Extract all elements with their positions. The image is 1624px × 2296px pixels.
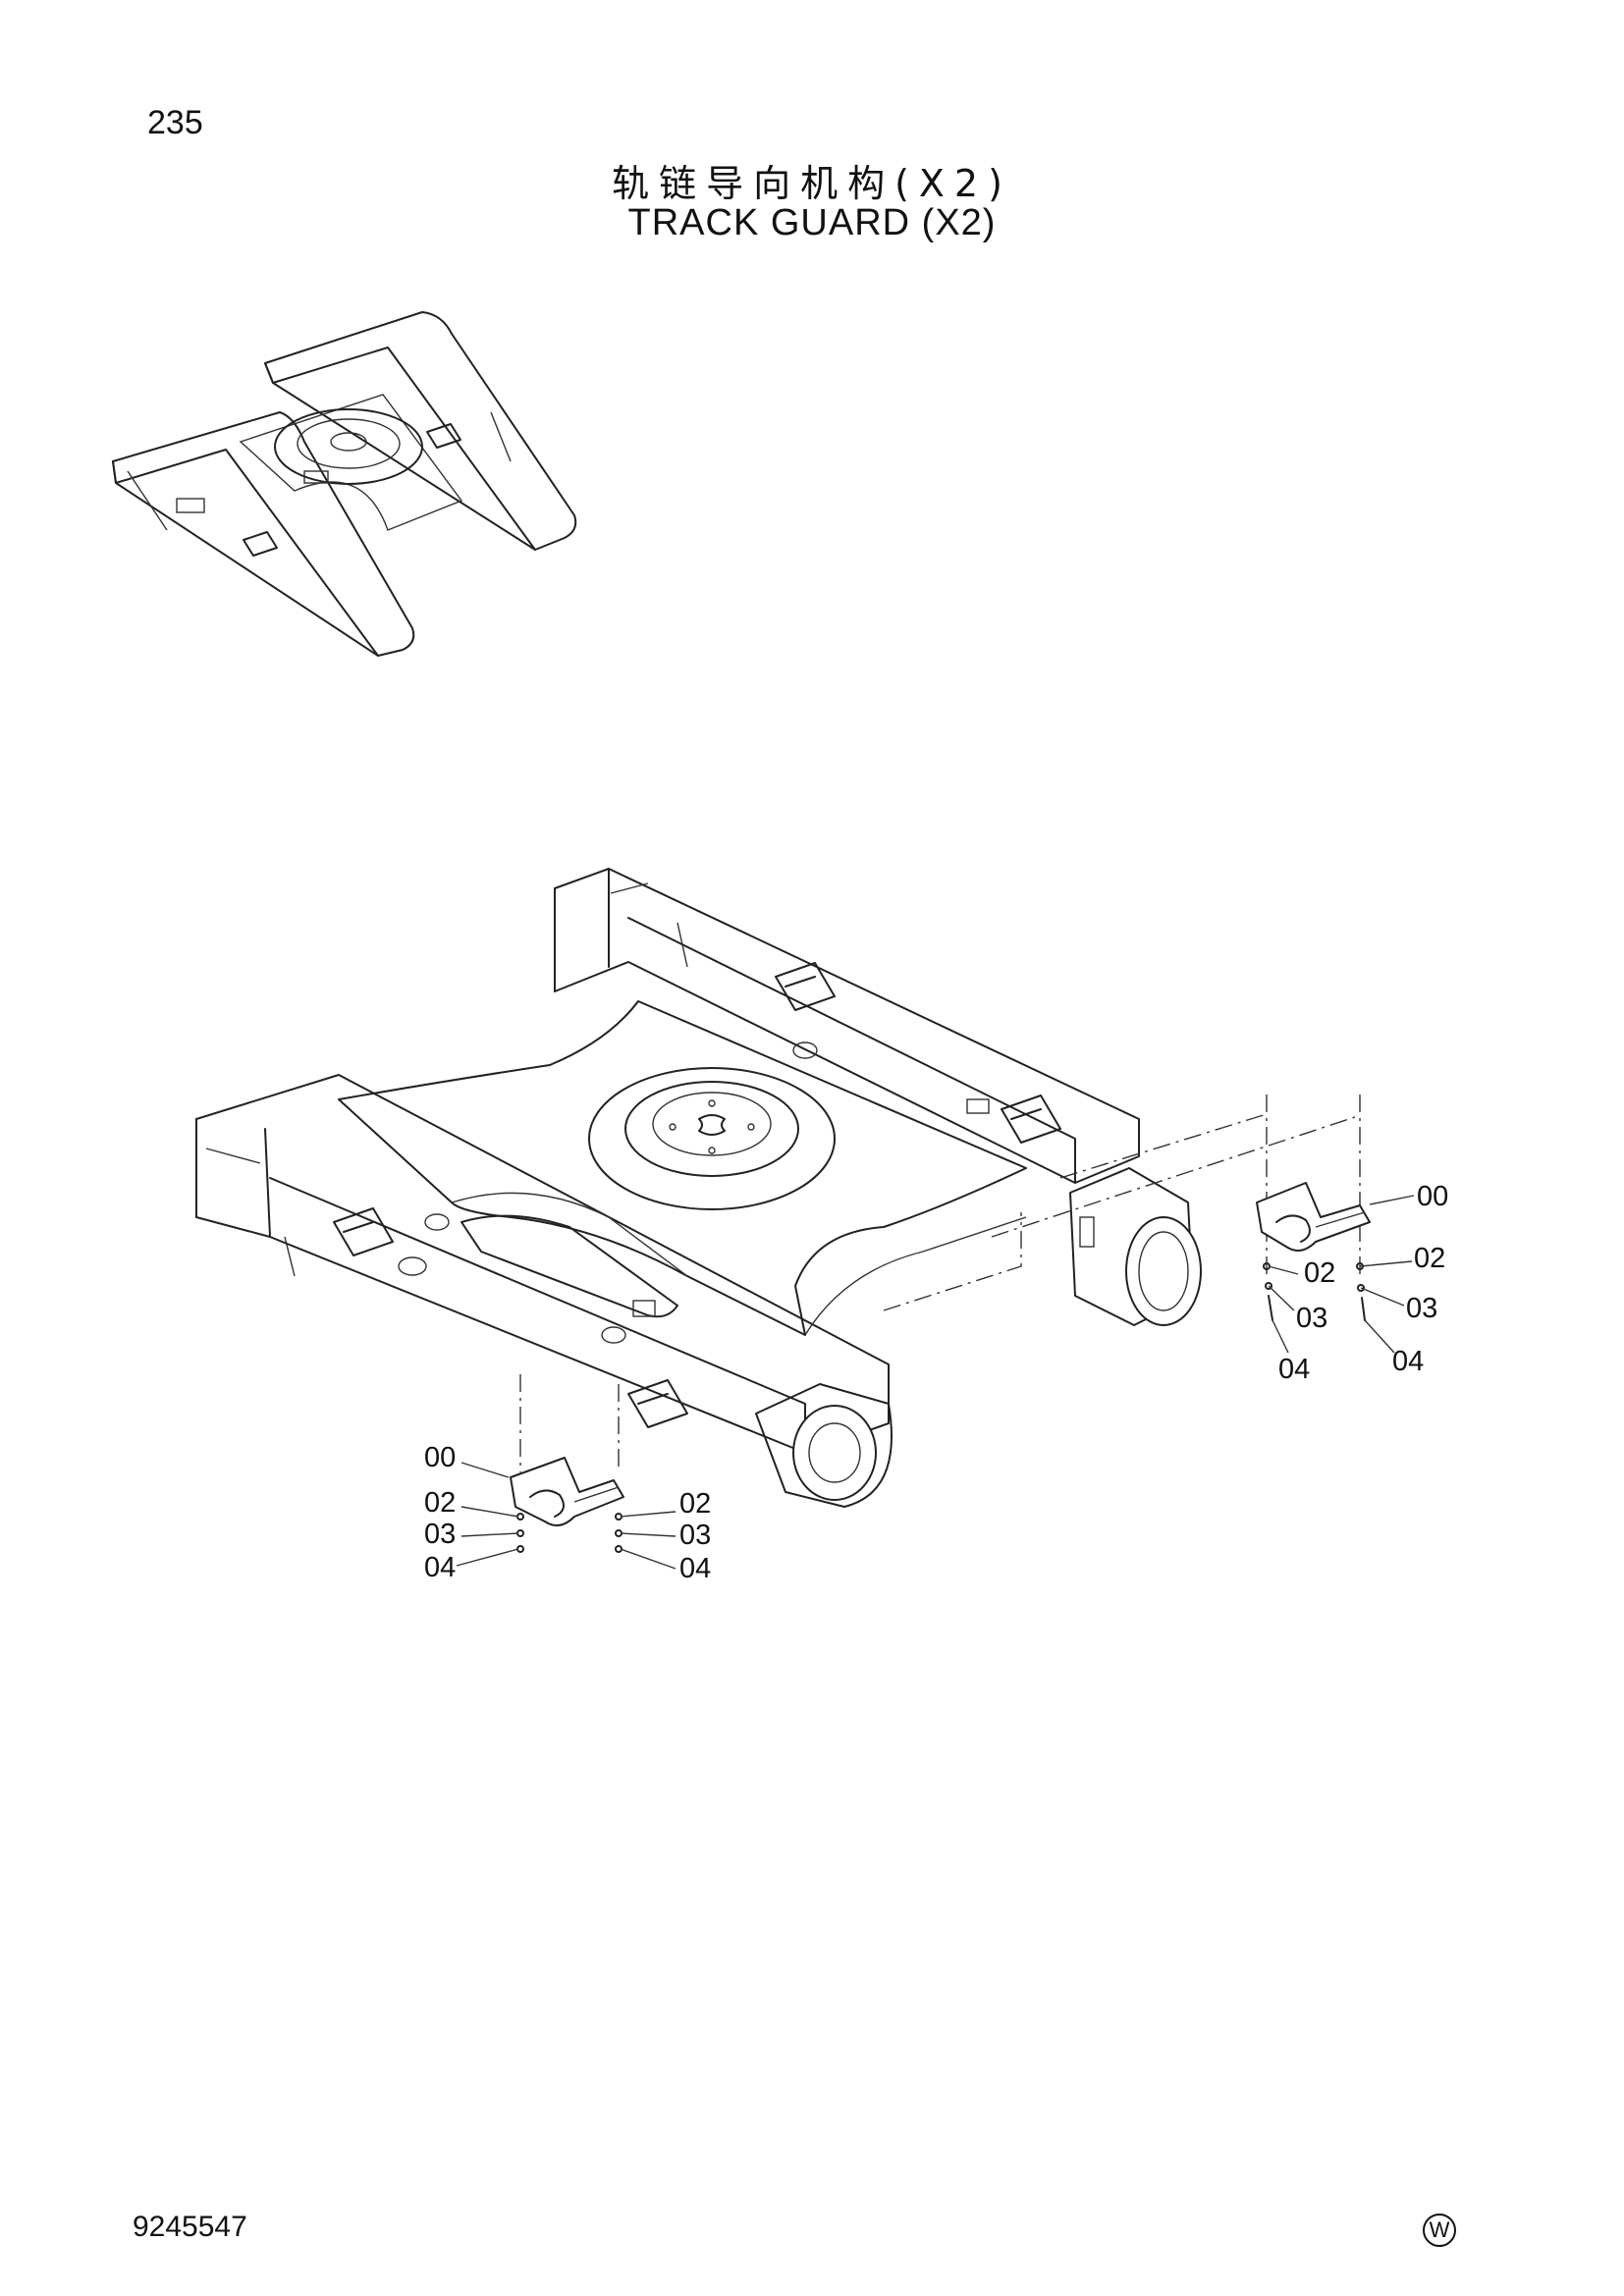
callout-04-right-b: 04 bbox=[1392, 1346, 1424, 1377]
callout-02-right-a: 02 bbox=[1304, 1257, 1335, 1289]
callout-labels: 00 02 03 04 02 03 04 00 02 03 04 02 03 0… bbox=[424, 1181, 1448, 1584]
track-guard-lower bbox=[510, 1457, 624, 1553]
callout-04-right-a: 04 bbox=[1278, 1354, 1310, 1385]
page-number: 235 bbox=[147, 104, 203, 141]
track-frame-main bbox=[195, 868, 1202, 1508]
callout-03-right-a: 03 bbox=[1296, 1303, 1327, 1334]
callout-03-lower-a: 03 bbox=[424, 1519, 456, 1550]
callout-leaders bbox=[456, 1195, 1415, 1570]
callout-04-lower-b: 04 bbox=[679, 1553, 711, 1584]
callout-00-right: 00 bbox=[1417, 1181, 1448, 1212]
callout-02-lower-b: 02 bbox=[679, 1488, 711, 1520]
callout-02-right-b: 02 bbox=[1414, 1243, 1445, 1274]
callout-00-lower: 00 bbox=[424, 1442, 456, 1473]
w-mark-symbol: W bbox=[1423, 2214, 1456, 2247]
undercarriage-overview bbox=[112, 311, 577, 657]
attachment-lines bbox=[519, 1095, 1361, 1472]
title-english: TRACK GUARD (X2) bbox=[627, 202, 997, 243]
callout-04-lower-a: 04 bbox=[424, 1552, 456, 1583]
document-number: 9245547 bbox=[133, 2211, 247, 2243]
title-chinese: 轨链导向机构(X2) bbox=[612, 162, 1012, 205]
track-guard-right bbox=[1256, 1182, 1371, 1321]
callout-02-lower-a: 02 bbox=[424, 1487, 456, 1519]
callout-03-right-b: 03 bbox=[1406, 1293, 1437, 1324]
callout-03-lower-b: 03 bbox=[679, 1520, 711, 1551]
